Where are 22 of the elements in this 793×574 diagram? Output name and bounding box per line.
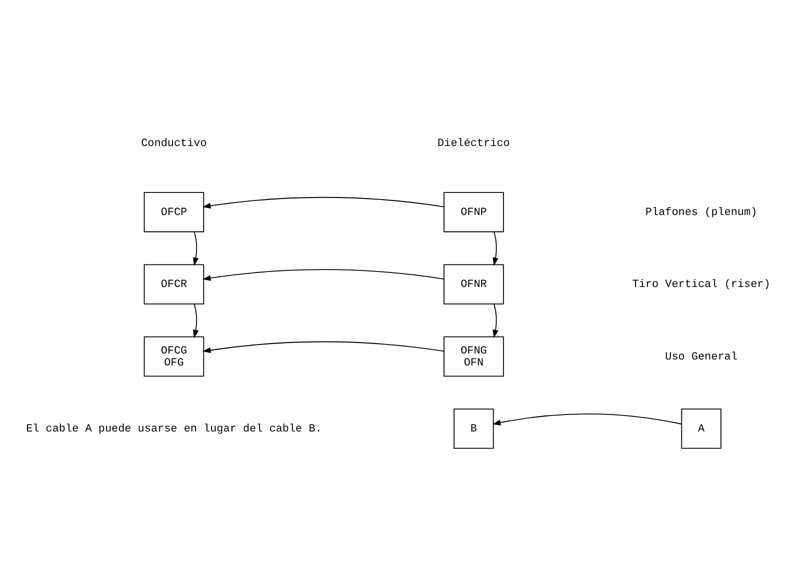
label: El cable A puede usarse en lugar del cable B.: [26, 423, 322, 436]
arrow: [202, 196, 444, 208]
arrow: [202, 268, 444, 280]
node-box: OFNR: [444, 264, 504, 304]
node-box: B: [454, 408, 494, 448]
arrow: [202, 340, 444, 353]
node-box: A: [681, 408, 722, 448]
node-box: OFNG OFN: [444, 336, 504, 376]
label: Conductivo: [141, 137, 207, 150]
arrow: [492, 230, 498, 266]
label: Plafones (plenum): [645, 206, 758, 218]
arrow: [193, 303, 199, 338]
label: Uso General: [665, 350, 738, 363]
node-box: OFCP: [144, 192, 204, 232]
node-box: OFNP: [444, 192, 504, 232]
node-box: OFCG OFG: [144, 336, 204, 376]
label: Tiro Vertical (riser): [632, 278, 770, 291]
node-box: OFCR: [144, 264, 204, 304]
arrow: [492, 303, 498, 338]
label: Dieléctrico: [438, 137, 510, 150]
arrow: [193, 230, 199, 266]
arrow: [492, 413, 682, 425]
